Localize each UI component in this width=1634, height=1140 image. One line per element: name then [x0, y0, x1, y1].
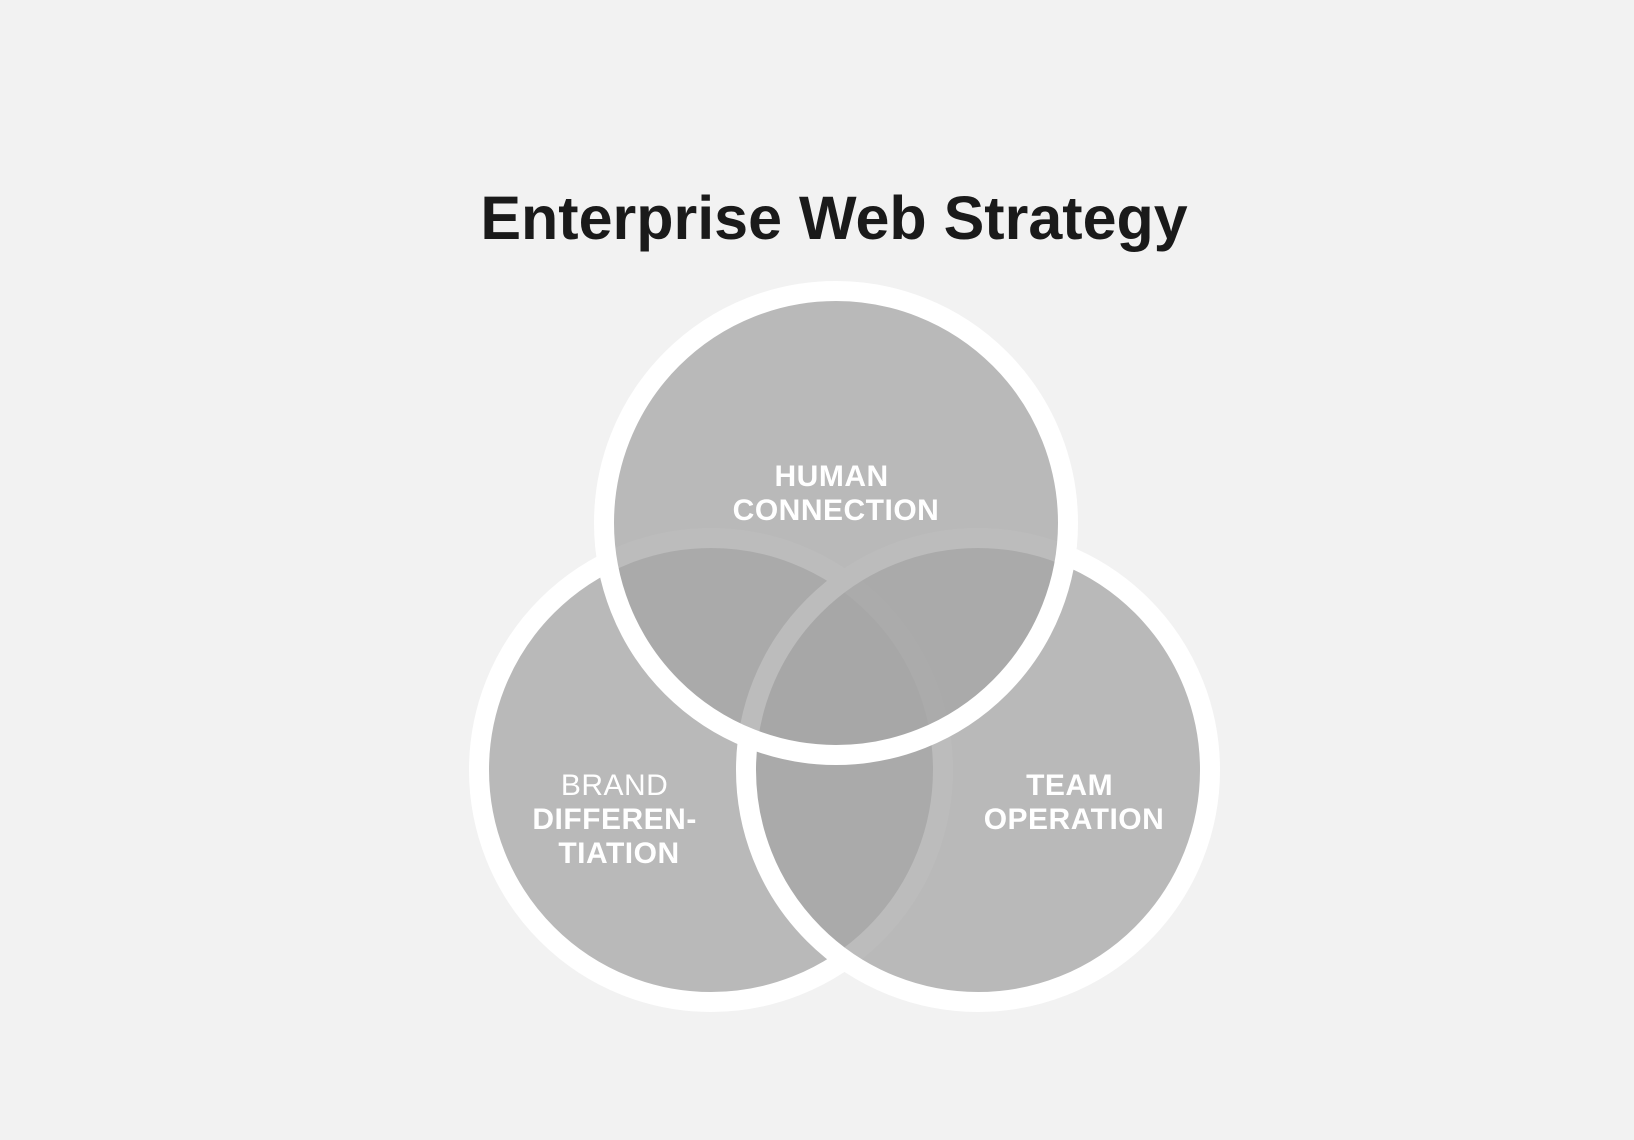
- label-line: BRAND: [561, 769, 669, 802]
- label-line: TIATION: [558, 837, 679, 870]
- label-line: CONNECTION: [733, 494, 940, 527]
- circle-human-connection: [594, 281, 1078, 765]
- label-line: OPERATION: [984, 803, 1165, 836]
- label-team-operation: TEAM OPERATION: [984, 769, 1165, 836]
- label-line: DIFFEREN-: [532, 803, 697, 836]
- diagram-title: Enterprise Web Strategy: [480, 184, 1187, 252]
- label-line: HUMAN: [775, 460, 889, 493]
- label-brand-differentiation: BRAND DIFFEREN- TIATION: [532, 769, 705, 870]
- label-human-connection: HUMAN CONNECTION: [733, 460, 940, 527]
- label-line: TEAM: [1026, 769, 1113, 802]
